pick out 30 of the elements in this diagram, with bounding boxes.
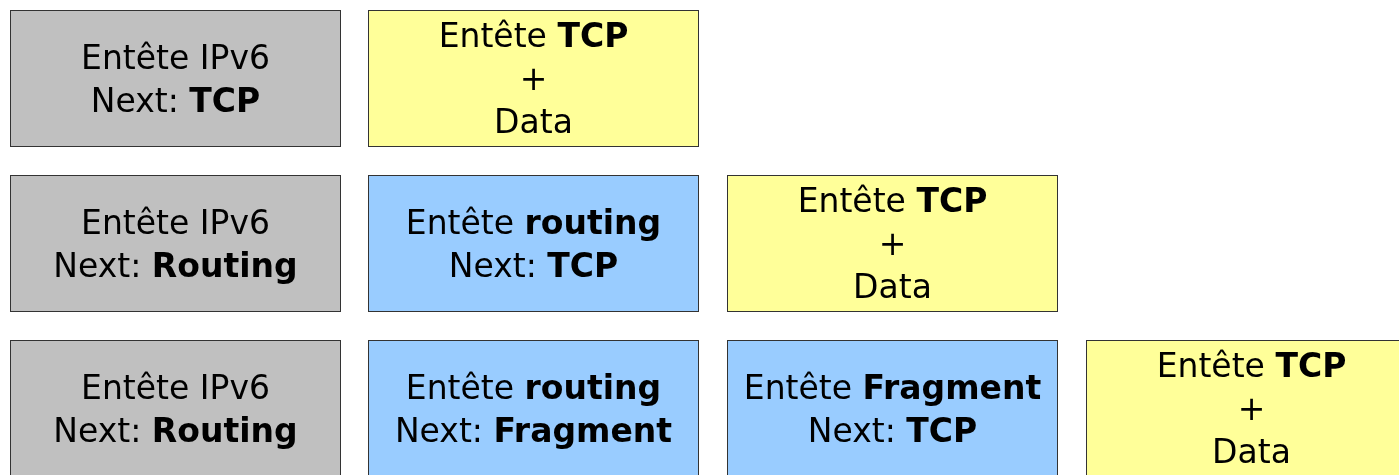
header-text: Next: TCP (448, 244, 619, 287)
header-text: Data (1212, 431, 1291, 473)
header-text: Next: Routing (53, 244, 298, 287)
header-text: Entête routing (405, 366, 662, 409)
header-text: Data (494, 101, 573, 143)
header-box (368, 175, 699, 312)
header-text: Entête IPv6 (81, 201, 270, 244)
header-box (368, 340, 699, 475)
header-text: Entête routing (405, 201, 662, 244)
header-box (727, 340, 1058, 475)
header-text: Entête TCP (438, 15, 629, 57)
header-box (10, 175, 341, 312)
header-text: Next: Routing (53, 409, 298, 452)
header-text: Data (853, 266, 932, 308)
header-box (10, 340, 341, 475)
header-text: Entête Fragment (743, 366, 1042, 409)
header-text: + (1237, 388, 1266, 430)
header-text: + (878, 223, 907, 265)
header-text: + (519, 58, 548, 100)
header-box (1086, 340, 1399, 475)
header-text: Next: TCP (90, 79, 261, 122)
header-box (368, 10, 699, 147)
header-text: Entête IPv6 (81, 36, 270, 79)
header-text: Next: Fragment (394, 409, 673, 452)
header-text: Next: TCP (807, 409, 978, 452)
header-text: Entête TCP (797, 180, 988, 222)
header-text: Entête TCP (1156, 345, 1347, 387)
header-box (727, 175, 1058, 312)
header-box (10, 10, 341, 147)
header-text: Entête IPv6 (81, 366, 270, 409)
